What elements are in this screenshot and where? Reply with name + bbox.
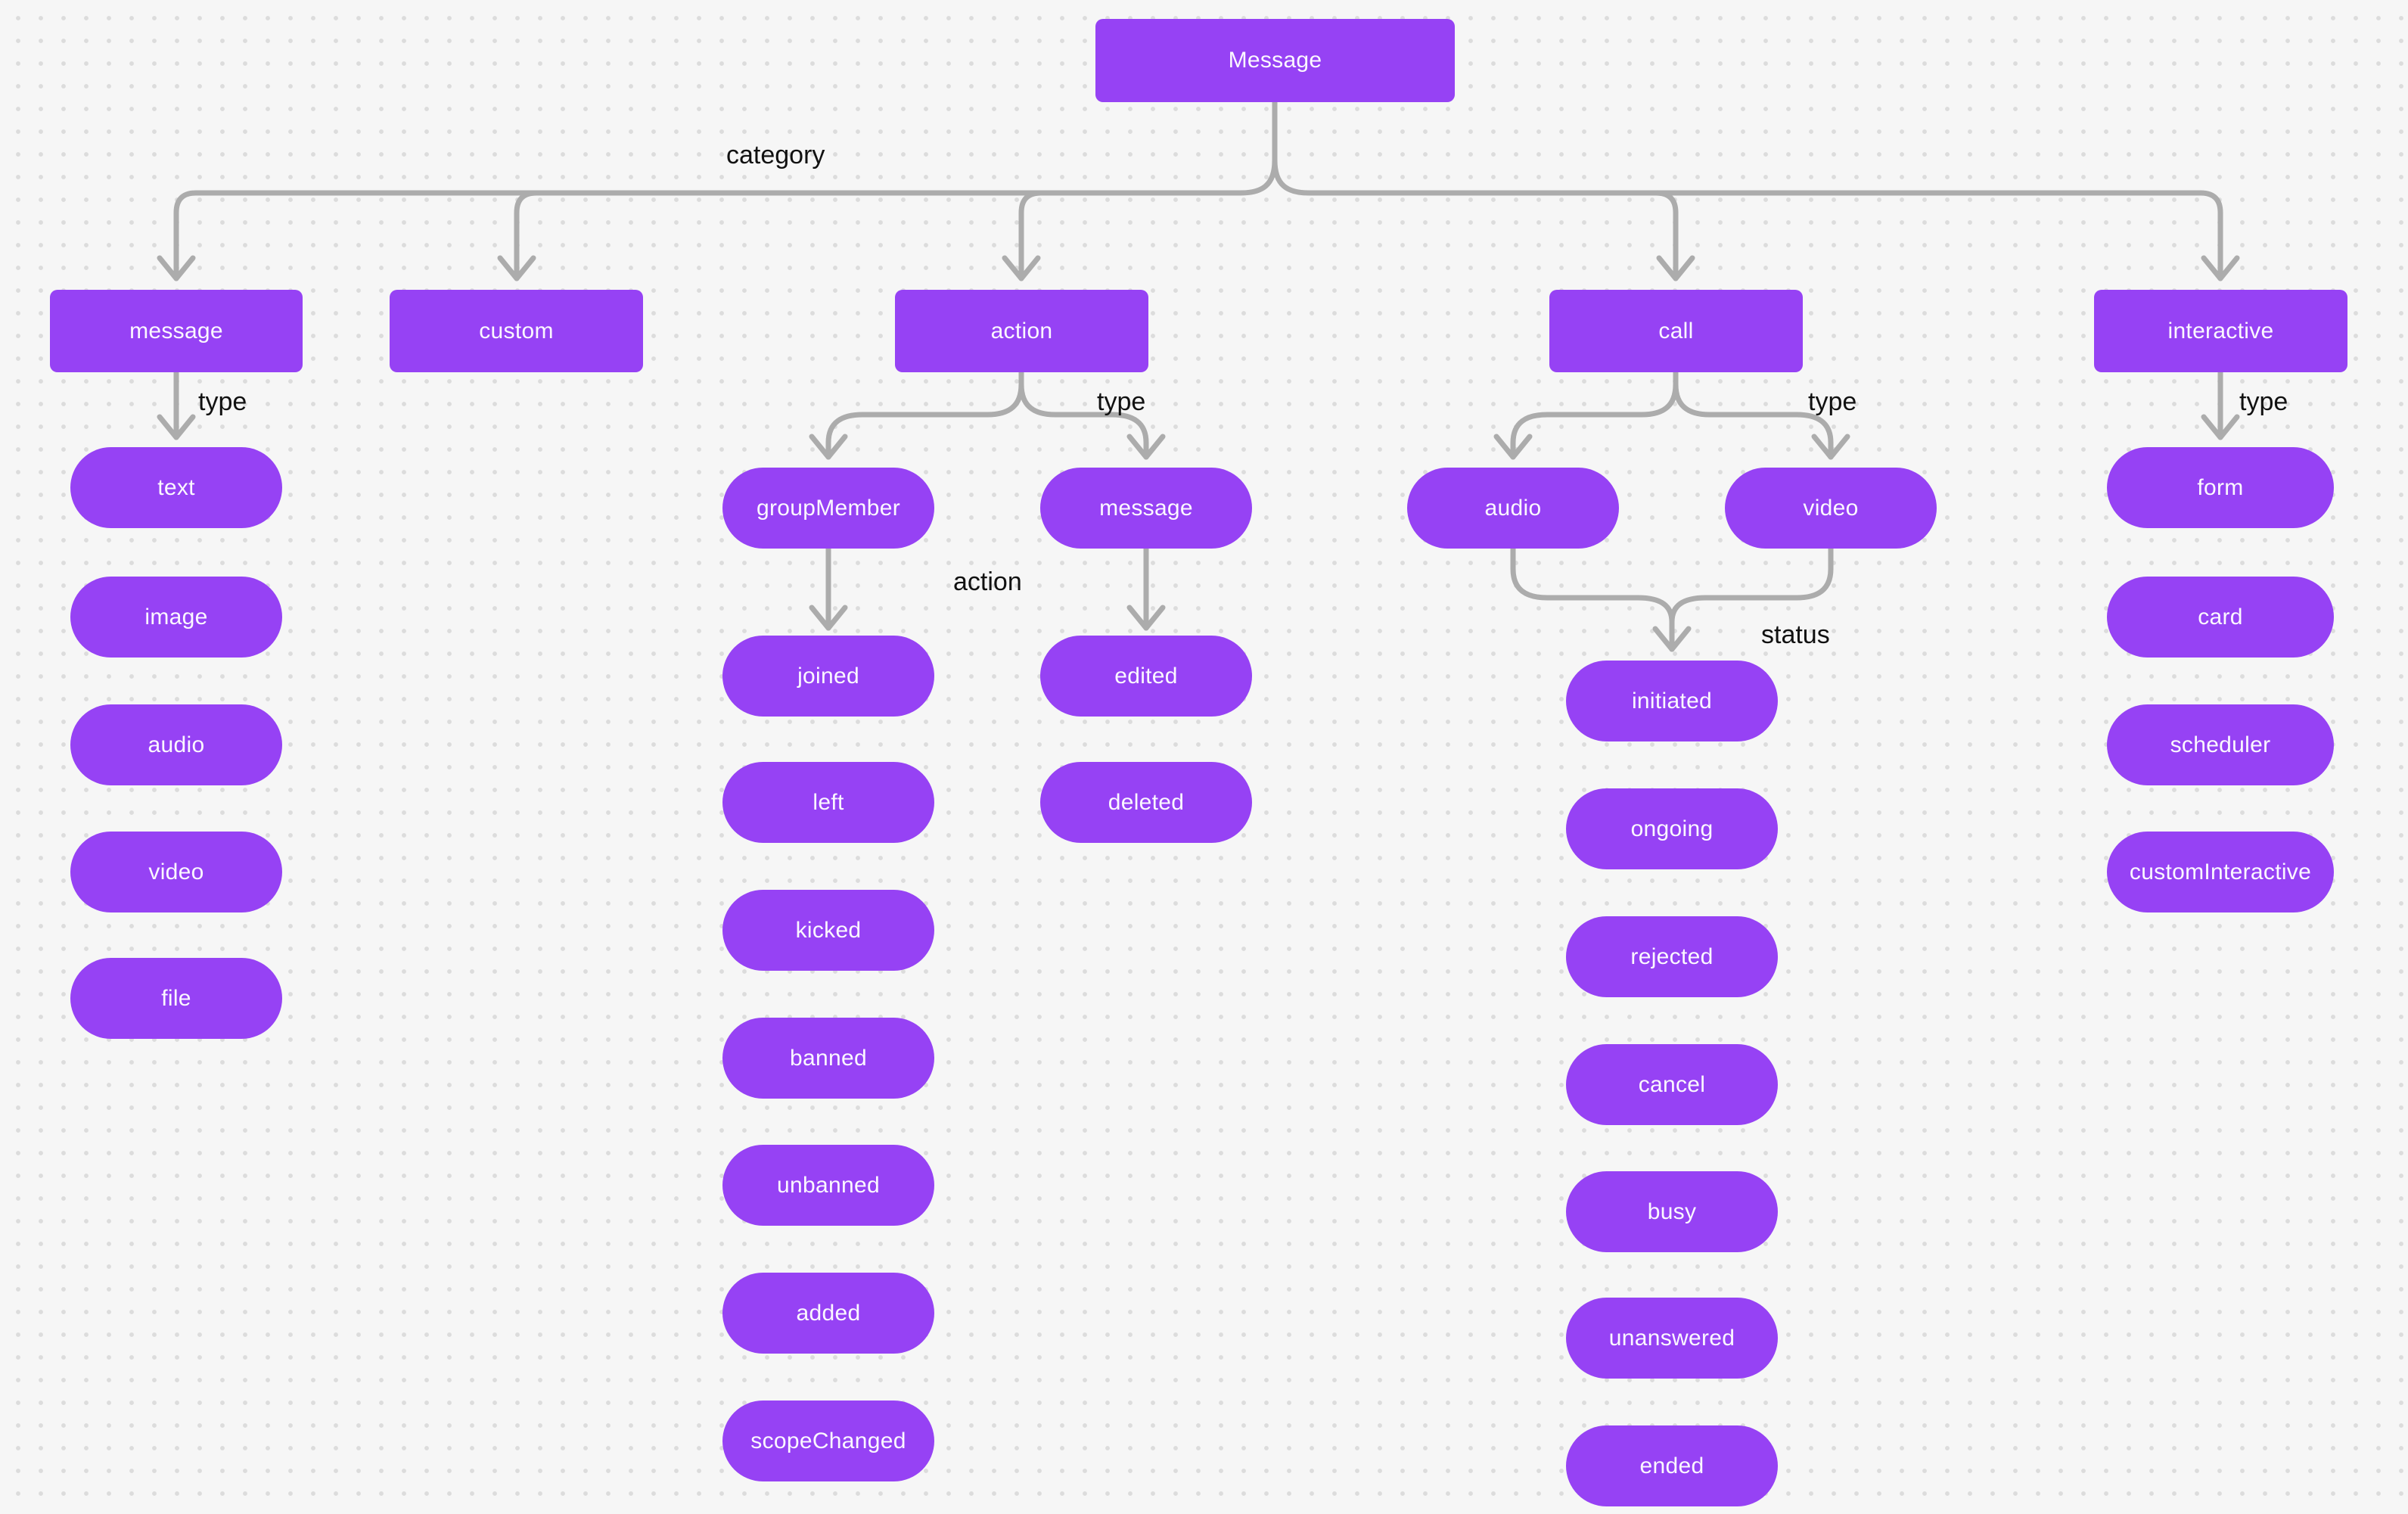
node-action-groupmember: groupMember (722, 468, 934, 549)
node-status-initiated: initiated (1566, 661, 1778, 741)
node-status-unanswered: unanswered (1566, 1298, 1778, 1379)
node-action-message: message (1040, 468, 1252, 549)
node-category-custom: custom (390, 290, 643, 372)
edge-label-type-call: type (1808, 387, 1857, 416)
node-type-image: image (70, 577, 282, 658)
node-type-video: video (70, 832, 282, 912)
edge-label-action: action (953, 567, 1022, 596)
edge-label-type-message: type (198, 387, 247, 416)
edge-label-type-action: type (1097, 387, 1146, 416)
edge-root-to-categories (173, 99, 2223, 281)
node-type-audio: audio (70, 704, 282, 785)
node-category-call: call (1549, 290, 1803, 372)
node-status-cancel: cancel (1566, 1044, 1778, 1125)
node-actionmessage-deleted: deleted (1040, 762, 1252, 843)
node-actionmessage-edited: edited (1040, 636, 1252, 717)
node-groupmember-added: added (722, 1273, 934, 1354)
node-groupmember-left: left (722, 762, 934, 843)
node-interactive-card: card (2107, 577, 2334, 658)
node-status-rejected: rejected (1566, 916, 1778, 997)
node-category-interactive: interactive (2094, 290, 2347, 372)
node-call-video: video (1725, 468, 1937, 549)
edge-label-category: category (726, 141, 825, 169)
node-category-action: action (895, 290, 1148, 372)
node-status-ongoing: ongoing (1566, 788, 1778, 869)
node-groupmember-kicked: kicked (722, 890, 934, 971)
node-status-ended: ended (1566, 1425, 1778, 1506)
node-groupmember-joined: joined (722, 636, 934, 717)
node-interactive-scheduler: scheduler (2107, 704, 2334, 785)
node-interactive-custominteractive: customInteractive (2107, 832, 2334, 912)
node-message-root: Message (1095, 19, 1455, 102)
node-groupmember-unbanned: unbanned (722, 1145, 934, 1226)
node-status-busy: busy (1566, 1171, 1778, 1252)
node-interactive-form: form (2107, 447, 2334, 528)
node-call-audio: audio (1407, 468, 1619, 549)
node-type-text: text (70, 447, 282, 528)
edge-call-fork (1510, 369, 1834, 460)
node-type-file: file (70, 958, 282, 1039)
edge-label-type-interactive: type (2239, 387, 2288, 416)
node-groupmember-scopechanged: scopeChanged (722, 1401, 934, 1481)
node-groupmember-banned: banned (722, 1018, 934, 1099)
node-category-message: message (50, 290, 303, 372)
edge-label-status: status (1761, 620, 1830, 649)
